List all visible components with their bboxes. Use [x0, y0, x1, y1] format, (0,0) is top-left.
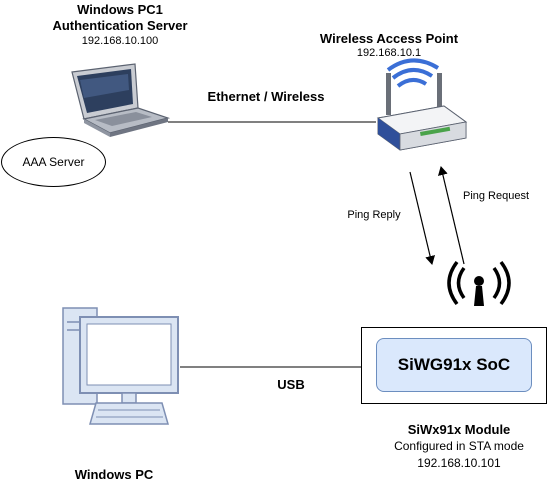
ping-request-arrow: [437, 166, 465, 265]
ethernet-link-label: Ethernet / Wireless: [207, 89, 325, 104]
aaa-server-label: AAA Server: [22, 155, 85, 169]
module-name-label: SiWx91x Module: [407, 422, 511, 437]
pc1-ip-label: 192.168.10.100: [81, 35, 159, 47]
pc1-name-label: Windows PC1: [77, 2, 163, 17]
antenna-icon: [447, 260, 511, 306]
usb-label: USB: [277, 377, 305, 392]
desktop-computer-icon: [62, 307, 179, 425]
module-frame: SiWG91x SoC: [361, 327, 547, 404]
module-mode-label: Configured in STA mode: [394, 439, 524, 453]
ping-reply-arrow: [409, 171, 436, 265]
ap-name-label: Wireless Access Point: [319, 31, 459, 46]
ap-ip-label: 192.168.10.1: [356, 47, 422, 59]
module-ip-label: 192.168.10.101: [417, 456, 501, 470]
laptop-icon: [71, 63, 171, 137]
aaa-server-ellipse: AAA Server: [1, 137, 106, 187]
ping-reply-label: Ping Reply: [347, 209, 401, 221]
soc-label: SiWG91x SoC: [397, 355, 511, 374]
host-pc-label: Windows PC: [74, 467, 154, 482]
access-point-icon: [376, 58, 468, 151]
ping-request-label: Ping Request: [462, 190, 530, 202]
pc1-role-label: Authentication Server: [52, 18, 188, 33]
soc-chip: SiWG91x SoC: [376, 338, 532, 392]
